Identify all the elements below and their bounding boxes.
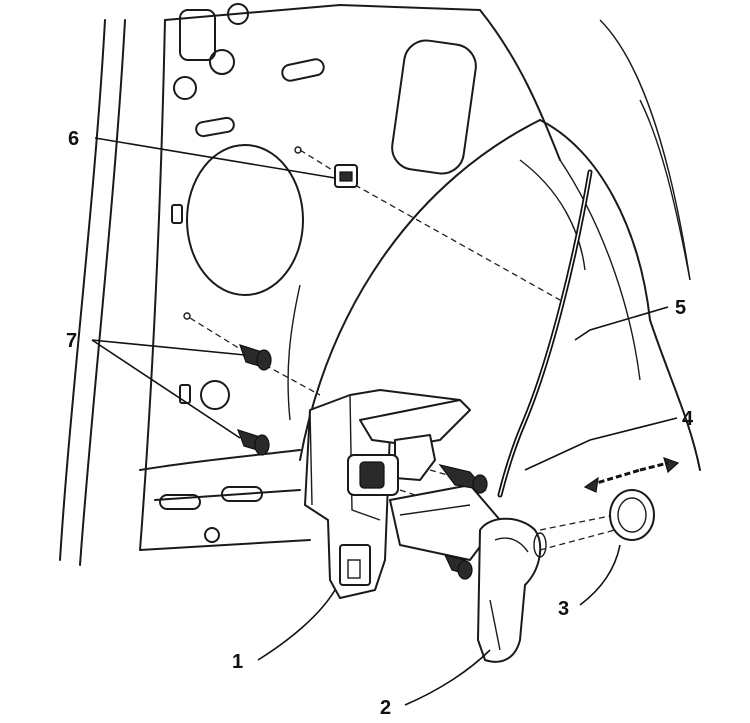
handle-screws (438, 464, 488, 580)
clip-part-6 (294, 146, 358, 188)
door-inner-panel (59, 4, 701, 566)
panel-openings (159, 3, 586, 543)
leader-lines (91, 137, 678, 706)
callout-4: 4 (682, 408, 694, 430)
exterior-handle-part-2 (477, 517, 547, 663)
cable-part-5 (497, 169, 593, 498)
callout-1: 1 (232, 651, 243, 673)
callout-6: 6 (68, 128, 79, 150)
callout-2: 2 (380, 697, 391, 719)
handle-carrier-part-1 (304, 389, 501, 599)
callout-5: 5 (675, 297, 686, 319)
callout-3: 3 (558, 598, 569, 620)
screws-part-7 (183, 312, 272, 456)
cap-part-3 (583, 457, 680, 541)
callout-7: 7 (66, 330, 77, 352)
